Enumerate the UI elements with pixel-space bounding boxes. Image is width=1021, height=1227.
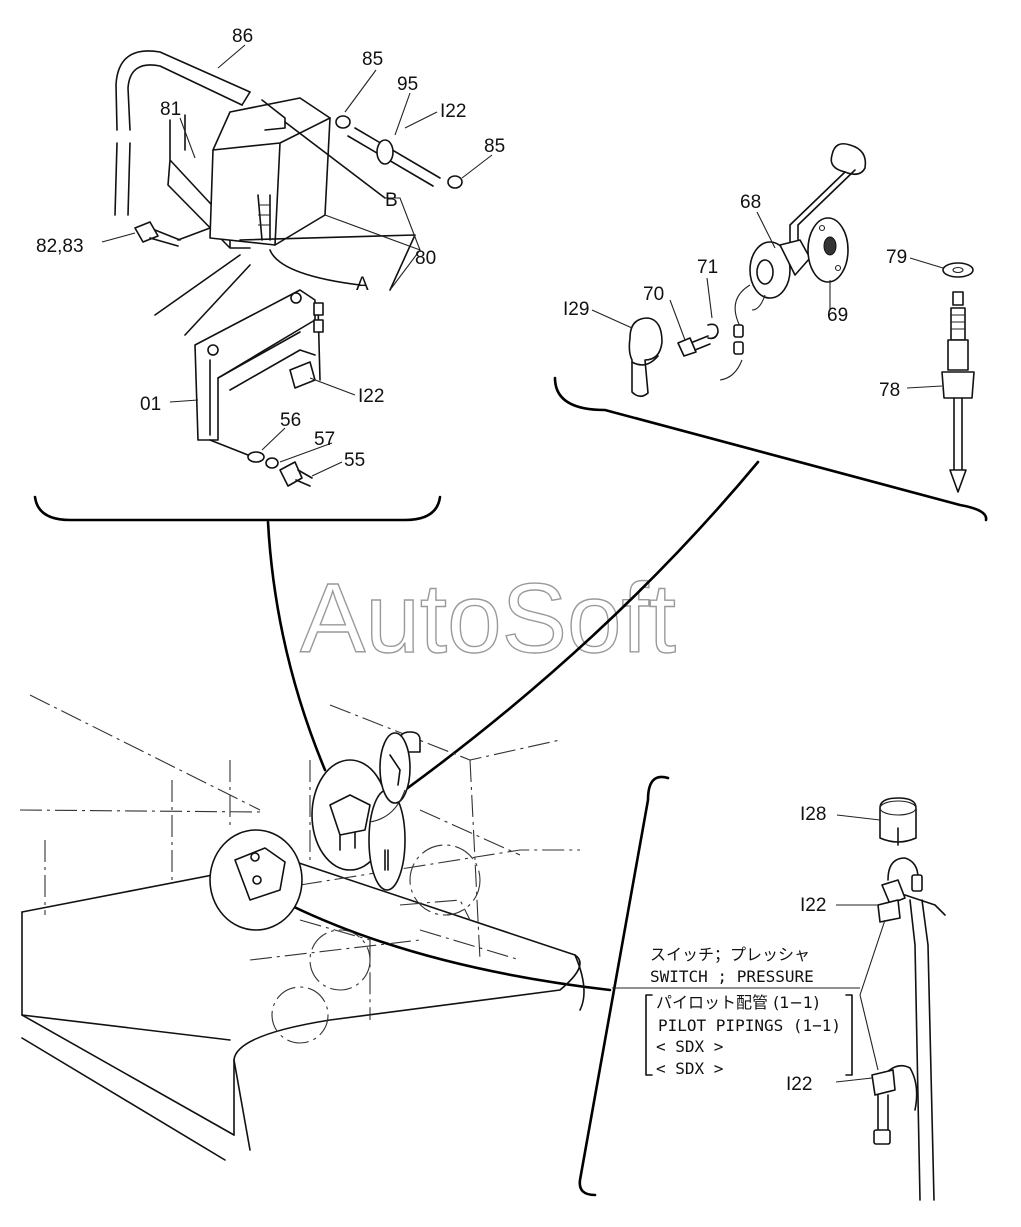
watermark: AutoSoft: [300, 563, 676, 673]
hose-86: [115, 50, 251, 131]
label-56: 56: [280, 410, 301, 431]
part-labels: 86 85 95 I22 85 81 B 82,83 80 A 01 I22 5…: [36, 26, 907, 1095]
bolt-82-83: [134, 221, 159, 243]
washer-57: [265, 457, 279, 469]
detail-bracket-bottom: [578, 775, 670, 1197]
legend-en-ref: PILOT PIPINGS (1−1): [658, 1016, 841, 1035]
hose-to-B: [284, 121, 386, 199]
bolt-70: [677, 337, 697, 357]
legend-model-1: < SDX >: [656, 1037, 723, 1056]
connector-line-left: [266, 520, 327, 772]
label-122-pipe: I22: [440, 101, 466, 122]
legend-en-title: SWITCH ; PRESSURE: [650, 967, 814, 986]
label-85-top: 85: [362, 49, 383, 70]
detail-lever-assembly: [553, 142, 988, 522]
label-71: 71: [697, 257, 718, 278]
label-79: 79: [886, 247, 907, 268]
legend-jp-title: スイッチ；プレッシャ: [650, 945, 810, 964]
circlip-71: [707, 323, 719, 340]
connector-line-right: [403, 460, 760, 792]
bracket-01: [194, 289, 316, 441]
clamp-85-left: [335, 115, 351, 129]
legend: スイッチ；プレッシャ SWITCH ; PRESSURE パイロット配管 (1−…: [650, 945, 841, 1078]
label-55: 55: [344, 450, 365, 471]
detail-bracket-left: [33, 495, 442, 522]
label-86: 86: [232, 26, 253, 47]
label-122-upper: I22: [800, 895, 826, 916]
label-95: 95: [397, 74, 418, 95]
machine-overview: [19, 694, 585, 1161]
label-69: 69: [827, 305, 848, 326]
connector-line-bottom: [288, 903, 612, 992]
label-01: 01: [140, 394, 161, 415]
label-122-lower: I22: [786, 1074, 812, 1095]
legend-model-2: < SDX >: [656, 1059, 723, 1078]
cap-128: [879, 797, 917, 843]
clamp-122-top: [376, 139, 394, 165]
counterweight-top: [21, 859, 581, 1136]
hose-86-lower: [114, 142, 118, 216]
legend-jp-ref: パイロット配管 (1−1): [656, 993, 819, 1012]
label-81: 81: [160, 99, 181, 120]
label-129: I29: [563, 299, 589, 320]
switch-122-lower: [871, 1069, 896, 1096]
detail-tank-assembly: [33, 44, 493, 522]
label-82-83: 82,83: [36, 236, 84, 257]
label-70: 70: [643, 284, 664, 305]
label-57: 57: [314, 429, 335, 450]
label-122-switch: I22: [358, 386, 384, 407]
detail-bracket-right: [553, 376, 988, 522]
label-A: A: [356, 274, 369, 295]
detail-pressure-switch: [578, 775, 946, 1201]
bolt-55: [279, 461, 303, 487]
lever-knob: [830, 142, 867, 176]
label-B: B: [385, 190, 398, 211]
switch-122-upper: [877, 899, 901, 923]
locator-circle-lever: [379, 732, 411, 804]
clamp-85-right: [447, 175, 463, 189]
label-80: 80: [415, 248, 436, 269]
label-68: 68: [740, 192, 761, 213]
pilot-hose: [909, 899, 935, 1201]
switch-clamp-122: [289, 361, 316, 389]
washer-56: [247, 451, 265, 463]
locator-circle-gauge: [368, 789, 406, 891]
label-128: I28: [800, 804, 826, 825]
grip-129: [628, 317, 663, 398]
washer-79: [942, 262, 974, 278]
tank-80: [209, 97, 331, 246]
pipe-95: [347, 127, 441, 187]
gauge-78: [947, 339, 969, 371]
label-78: 78: [879, 380, 900, 401]
label-85-right: 85: [484, 136, 505, 157]
